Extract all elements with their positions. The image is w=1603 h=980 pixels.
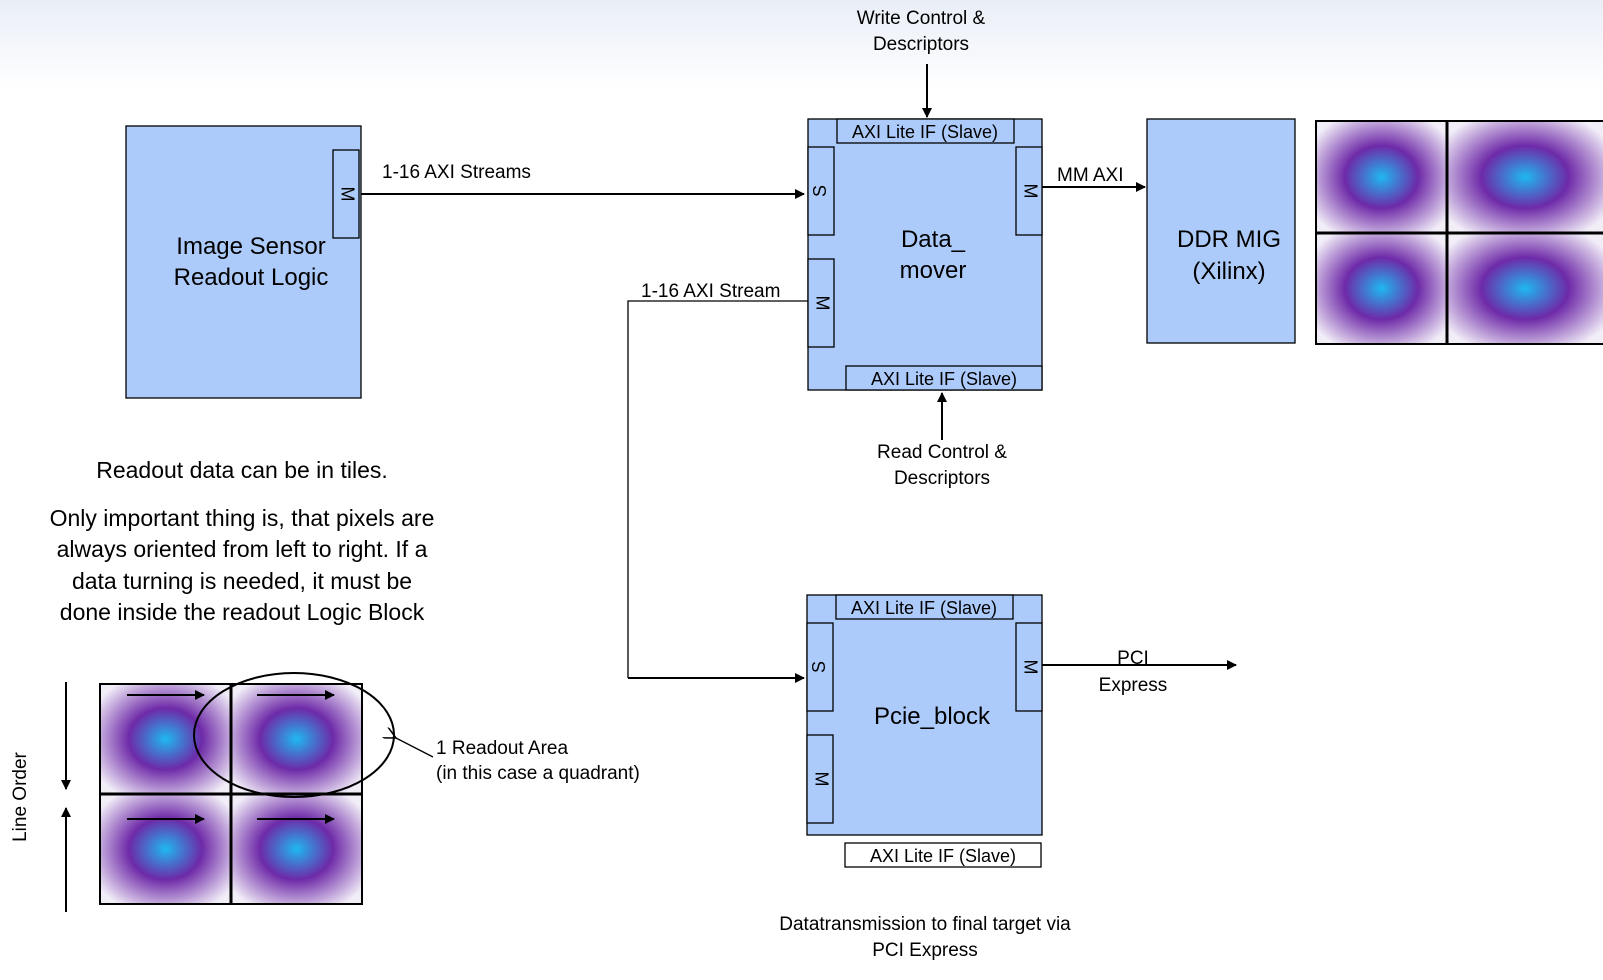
datamover-slave-port: S: [807, 146, 835, 236]
datamover-master-port-right: M: [1015, 146, 1043, 236]
readout-area-pointer: [396, 738, 434, 758]
final-target-note-line2: PCI Express: [872, 940, 978, 961]
read-control-label-line1: Read Control &: [877, 442, 1007, 463]
pci-express-label-line2: Express: [1099, 675, 1168, 696]
datamover-title-line1: Data_: [901, 226, 966, 253]
svg-text:M: M: [811, 772, 831, 787]
svg-text:AXI Lite IF (Slave): AXI Lite IF (Slave): [852, 122, 998, 142]
orientation-note-line4: done inside the readout Logic Block: [60, 599, 425, 625]
ddr-mig-title-line2: (Xilinx): [1192, 258, 1265, 285]
datamover-bottom-axi-lite-if: AXI Lite IF (Slave): [845, 365, 1043, 391]
svg-text:AXI Lite IF (Slave): AXI Lite IF (Slave): [871, 369, 1017, 389]
sensor-master-port: M: [332, 149, 360, 239]
pcie-title: Pcie_block: [874, 703, 991, 730]
memory-tile-image: [1315, 120, 1603, 345]
pcie-master-port-right: M: [1015, 622, 1043, 712]
pcie-block: AXI Lite IF (Slave) S M M Pcie_block: [806, 594, 1043, 836]
axi-stream-label: 1-16 AXI Stream: [641, 281, 780, 302]
mm-axi-label: MM AXI: [1057, 165, 1124, 186]
image-sensor-block: Image Sensor Readout Logic M: [125, 125, 362, 399]
orientation-note-line1: Only important thing is, that pixels are: [50, 505, 435, 531]
image-sensor-title-line2: Readout Logic: [174, 264, 329, 291]
pcie-master-port-left: M: [806, 734, 834, 824]
tiles-note: Readout data can be in tiles.: [96, 457, 388, 483]
write-control-label-line1: Write Control &: [857, 8, 986, 29]
orientation-note-line3: data turning is needed, it must be: [72, 568, 412, 594]
readout-area-label-line1: 1 Readout Area: [436, 738, 568, 759]
svg-text:AXI Lite IF (Slave): AXI Lite IF (Slave): [851, 598, 997, 618]
axi-stream-wire: [627, 300, 808, 678]
readout-area-label-line2: (in this case a quadrant): [436, 763, 640, 784]
write-control-label-line2: Descriptors: [873, 34, 969, 55]
pcie-bottom-axi-lite-if: AXI Lite IF (Slave): [844, 842, 1042, 868]
ddr-mig-title-line1: DDR MIG: [1177, 226, 1281, 253]
image-sensor-title-line1: Image Sensor: [176, 233, 325, 260]
line-order-label: Line Order: [10, 751, 31, 841]
final-target-note-line1: Datatransmission to final target via: [779, 914, 1071, 935]
svg-text:M: M: [812, 296, 832, 311]
pci-express-label-line1: PCI: [1117, 648, 1149, 669]
svg-text:M: M: [337, 187, 357, 202]
svg-text:M: M: [1020, 184, 1040, 199]
pcie-top-axi-lite-if: AXI Lite IF (Slave): [835, 594, 1014, 620]
datamover-title-line2: mover: [900, 257, 967, 284]
axi-streams-label: 1-16 AXI Streams: [382, 162, 531, 183]
datamover-block: AXI Lite IF (Slave) AXI Lite IF (Slave) …: [807, 118, 1043, 391]
svg-text:M: M: [1020, 660, 1040, 675]
sensor-tile-image: [99, 683, 363, 905]
datamover-master-port-left: M: [807, 258, 835, 348]
read-control-label-line2: Descriptors: [894, 468, 990, 489]
svg-text:AXI Lite IF (Slave): AXI Lite IF (Slave): [870, 846, 1016, 866]
ddr-mig-block: DDR MIG (Xilinx): [1146, 118, 1296, 344]
datamover-top-axi-lite-if: AXI Lite IF (Slave): [836, 118, 1015, 144]
orientation-note-line2: always oriented from left to right. If a: [57, 536, 428, 562]
svg-text:S: S: [809, 661, 829, 673]
pcie-slave-port: S: [806, 622, 834, 712]
svg-text:S: S: [810, 185, 830, 197]
